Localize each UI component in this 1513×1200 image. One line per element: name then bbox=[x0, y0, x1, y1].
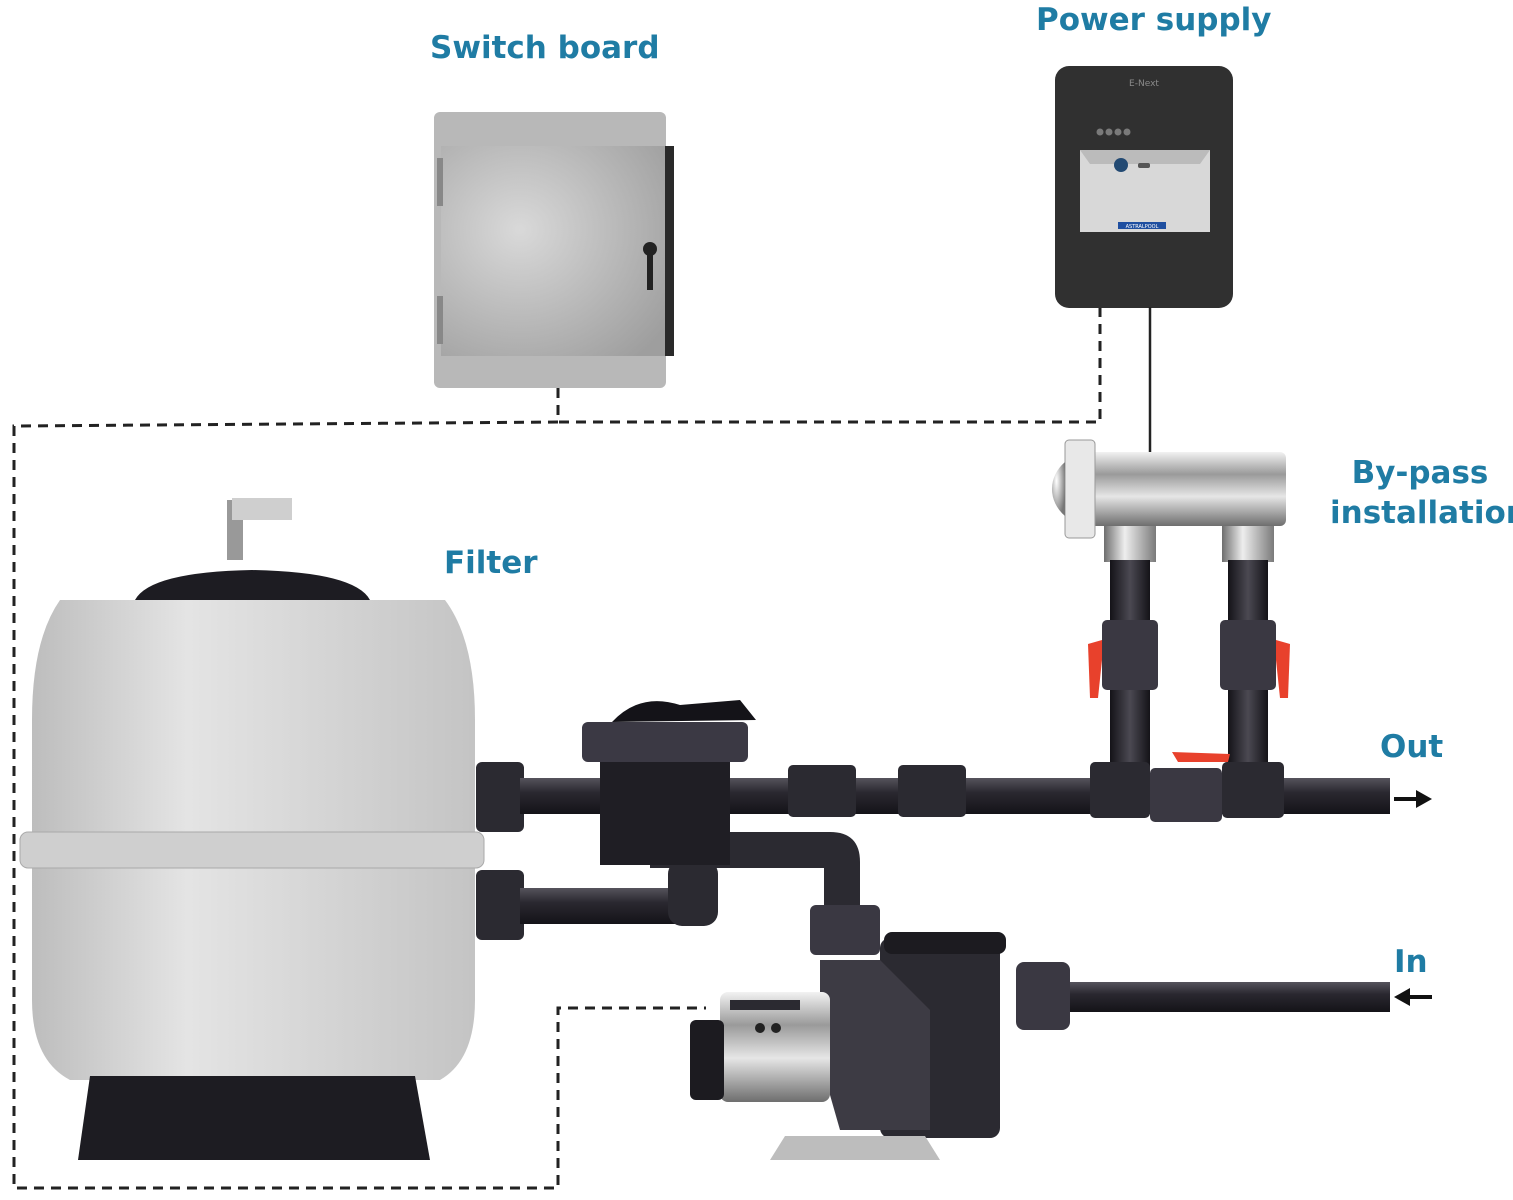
in-label: In bbox=[1394, 944, 1428, 980]
pump bbox=[690, 905, 1070, 1160]
power-supply-unit: E-Next ASTRALPOOL bbox=[1055, 66, 1233, 308]
bypass-label-line1: By-pass bbox=[1351, 455, 1489, 491]
main-pipework bbox=[476, 700, 1390, 1012]
dashed-wiring bbox=[12, 307, 1102, 1190]
switch-board-label: Switch board bbox=[430, 30, 660, 66]
switch-board bbox=[434, 112, 674, 388]
in-arrow-icon bbox=[1394, 988, 1432, 1006]
filter-label: Filter bbox=[444, 545, 538, 581]
bypass-pipes bbox=[1088, 560, 1290, 770]
device-model-text: E-Next bbox=[1129, 79, 1159, 89]
out-label: Out bbox=[1380, 729, 1444, 765]
device-brand-text: ASTRALPOOL bbox=[1126, 224, 1159, 230]
bypass-installation-label: By-pass installation bbox=[1330, 453, 1513, 533]
bypass-cell bbox=[1051, 439, 1286, 562]
bypass-label-line2: installation bbox=[1330, 495, 1513, 531]
power-supply-label: Power supply bbox=[1036, 2, 1272, 38]
out-arrow-icon bbox=[1394, 790, 1432, 808]
filter-tank bbox=[19, 498, 485, 1160]
